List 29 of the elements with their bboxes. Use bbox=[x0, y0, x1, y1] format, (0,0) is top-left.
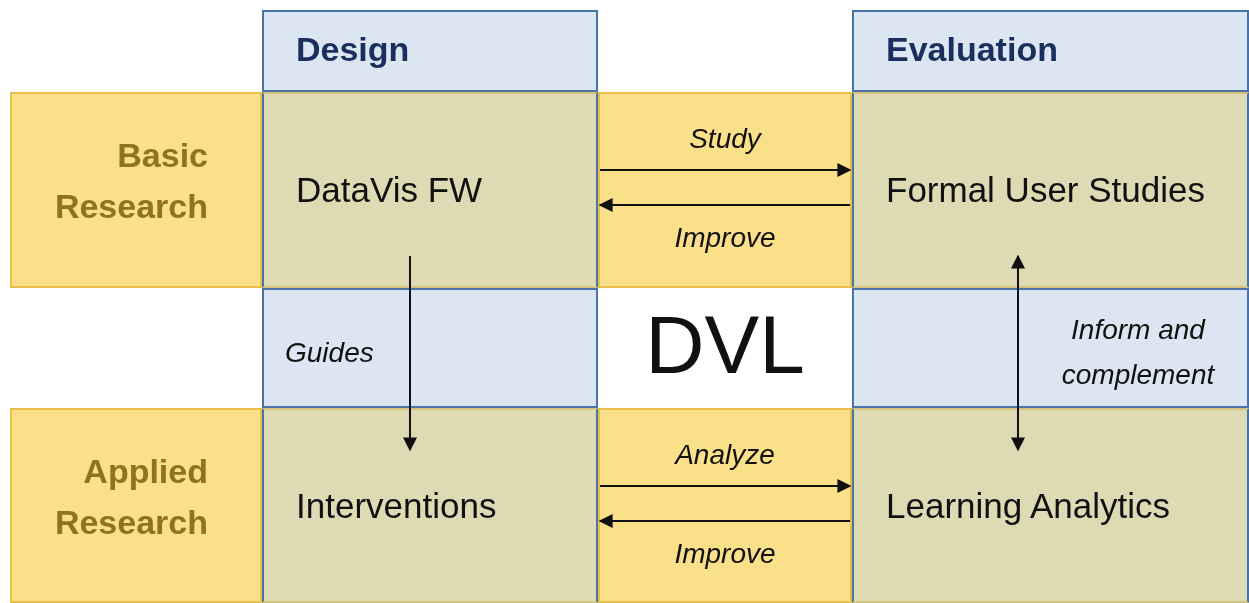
arrow bbox=[599, 479, 852, 493]
cell-text: Learning Analytics bbox=[886, 485, 1171, 526]
row-heading: Basic Research bbox=[53, 135, 208, 227]
matrix-cell bbox=[852, 92, 1249, 288]
column-band bbox=[852, 10, 1249, 92]
matrix-cell bbox=[852, 408, 1249, 603]
matrix-cell bbox=[262, 92, 598, 288]
arrow bbox=[1011, 254, 1025, 452]
edge-label: Improve bbox=[673, 537, 777, 571]
arrow bbox=[403, 255, 417, 452]
cell-text: Formal User Studies bbox=[886, 170, 1205, 210]
column-heading: Design bbox=[296, 30, 410, 69]
column-heading: Evaluation bbox=[886, 30, 1058, 69]
row-band bbox=[10, 408, 262, 603]
edge-label: Guides bbox=[285, 336, 374, 370]
column-band bbox=[262, 10, 598, 92]
row-heading: Applied Research bbox=[53, 451, 208, 543]
edge-label: Study bbox=[688, 122, 763, 156]
matrix-cell bbox=[262, 408, 598, 603]
cell-text: Interventions bbox=[296, 485, 497, 526]
edge-label: Analyze bbox=[673, 438, 776, 472]
center-label: DVL bbox=[644, 300, 806, 391]
arrow bbox=[598, 514, 851, 528]
row-band bbox=[10, 92, 262, 288]
edge-label: Improve bbox=[673, 221, 777, 255]
arrow bbox=[599, 163, 852, 177]
edge-label: Inform and complement bbox=[1060, 313, 1216, 392]
arrow bbox=[598, 198, 851, 212]
cell-text: DataVis FW bbox=[296, 170, 483, 210]
